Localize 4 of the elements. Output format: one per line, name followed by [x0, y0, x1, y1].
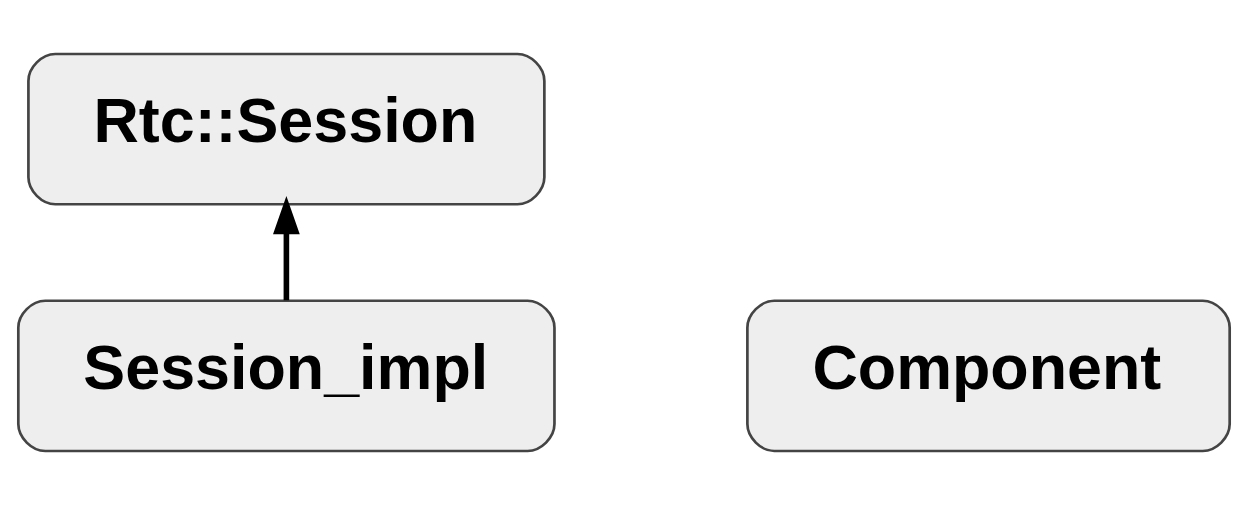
node-box: Component — [746, 299, 1232, 453]
node-box: Session_impl — [16, 299, 556, 453]
node-box: Rtc::Session — [27, 52, 546, 206]
arrow — [273, 195, 300, 301]
